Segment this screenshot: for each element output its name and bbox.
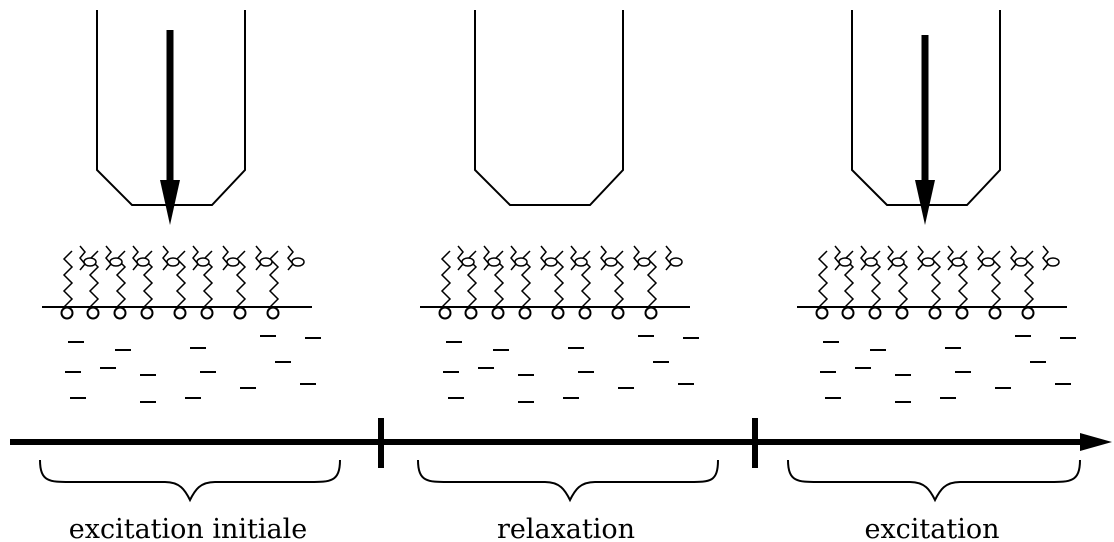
free-surfactant [977,245,995,271]
free-surfactant [255,245,273,271]
surfactant-monolayer [42,245,312,320]
free-surfactant [222,245,240,271]
free-surfactant [665,245,683,271]
phase-brace [39,459,341,503]
surfactant-monolayer [797,245,1067,320]
surfactant-molecule [438,250,452,320]
phase-panel-2: relaxation [417,10,719,542]
free-surfactant [917,245,935,271]
free-surfactant [1042,245,1060,271]
free-surfactant [633,245,651,271]
excitation-arrow [915,35,935,225]
surfactant-molecule [60,250,74,320]
free-surfactant [457,245,475,271]
free-surfactant [192,245,210,271]
free-surfactant [287,245,305,271]
surfactant-monolayer [420,245,690,320]
phase-label: relaxation [497,514,635,542]
probe-tip [474,10,624,206]
free-surfactant [834,245,852,271]
surfactant-molecule [1021,250,1035,320]
free-surfactant [132,245,150,271]
free-surfactant [600,245,618,271]
ion-layer [443,335,699,403]
phase-label: excitation initiale [69,514,307,542]
free-surfactant [860,245,878,271]
free-surfactant [162,245,180,271]
free-surfactant [570,245,588,271]
time-axis-arrowhead [1080,433,1112,451]
free-surfactant [483,245,501,271]
free-surfactant [887,245,905,271]
free-surfactant [510,245,528,271]
phase-label: excitation [864,514,999,542]
free-surfactant [1010,245,1028,271]
excitation-arrow [160,30,180,225]
surfactant-molecule [815,250,829,320]
phase-panel-3: excitation [787,10,1081,542]
phase-brace [417,459,719,503]
free-surfactant [105,245,123,271]
free-surfactant [947,245,965,271]
ion-layer [65,335,321,403]
time-axis [10,418,1112,468]
free-surfactant [79,245,97,271]
phase-brace [787,459,1081,503]
ion-layer [820,335,1076,403]
phase-panel-1: excitation initiale [39,10,341,542]
free-surfactant [540,245,558,271]
